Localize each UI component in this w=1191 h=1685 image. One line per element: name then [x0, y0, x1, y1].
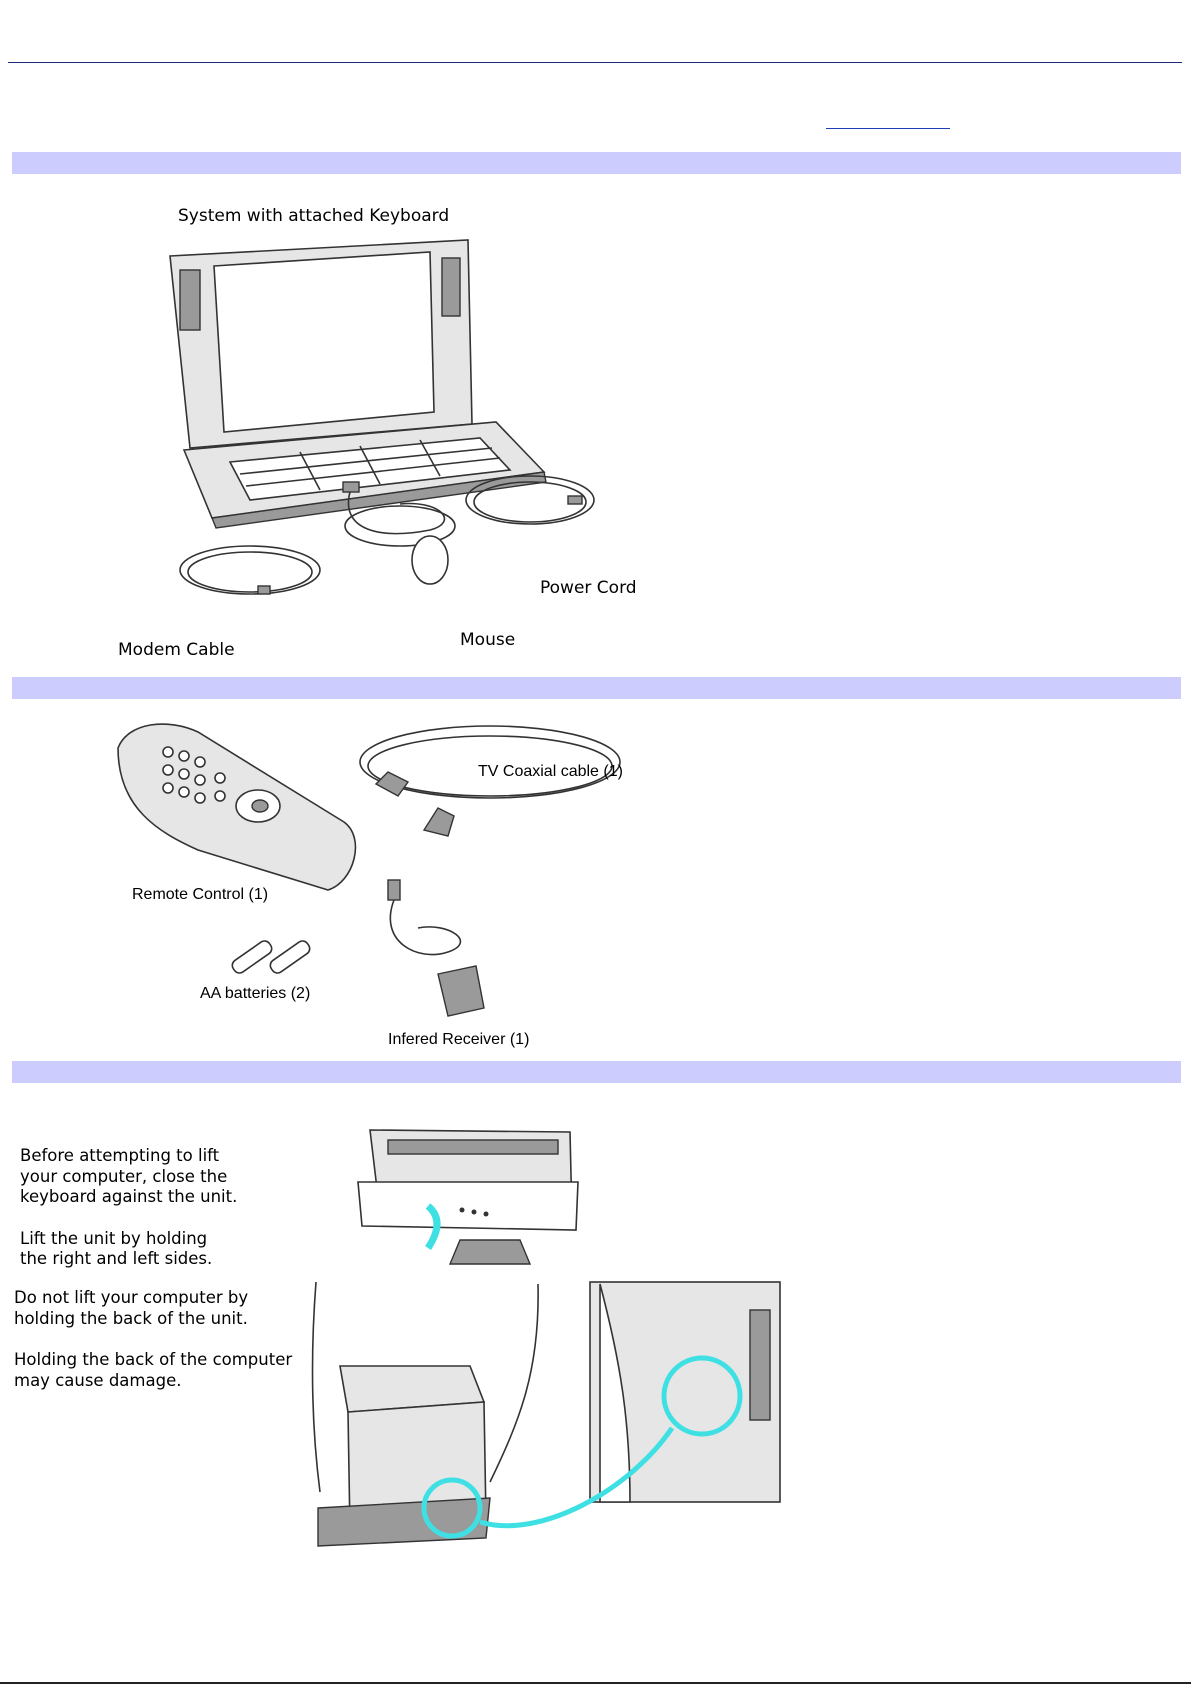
ir-receiver-drawing [387, 879, 485, 1017]
keyboard-keys [228, 437, 512, 501]
page-link[interactable] [826, 114, 950, 129]
instruction-line: your computer, close the [20, 1166, 228, 1186]
system-drawing [169, 239, 595, 595]
instruction-line: the right and left sides. [20, 1249, 213, 1268]
warning-line: Do not lift your computer by [14, 1288, 249, 1307]
mouse-label: Mouse [460, 630, 516, 650]
tv-cable-label: TV Coaxial cable (1) [478, 763, 623, 780]
batteries-drawing [231, 940, 311, 974]
mouse-drawing [342, 481, 456, 585]
coax-cable-drawing [359, 725, 621, 837]
section-band-3 [12, 1061, 1181, 1083]
section-band-2 [12, 677, 1181, 699]
warning-line: Holding the back of the computer [14, 1350, 293, 1369]
receiver-label: Infered Receiver (1) [388, 1031, 530, 1048]
header-rule [8, 62, 1182, 63]
lifting-drawing [311, 1129, 781, 1547]
accessories-drawing [117, 723, 621, 1017]
instruction-line: Before attempting to lift [20, 1146, 220, 1165]
section-band-1 [12, 152, 1181, 174]
monitor-screen [213, 251, 435, 433]
lifting-warnings: Do not lift your computer by holding the… [14, 1288, 292, 1391]
power-cord-drawing [465, 475, 595, 525]
power-cord-label: Power Cord [540, 578, 637, 598]
warning-line: holding the back of the unit. [14, 1308, 248, 1328]
batteries-label: AA batteries (2) [200, 985, 311, 1002]
right-speaker [441, 257, 461, 317]
warning-line: may cause damage. [14, 1370, 182, 1390]
left-speaker [179, 269, 201, 331]
side-detail-drawing [479, 1281, 781, 1529]
instruction-line: keyboard against the unit. [20, 1187, 238, 1206]
system-caption: System with attached Keyboard [178, 206, 450, 226]
back-lift-drawing [311, 1281, 539, 1547]
instruction-line: Lift the unit by holding [20, 1228, 208, 1248]
lifting-illustration [300, 1100, 820, 1560]
accessories-illustration [108, 712, 688, 1042]
system-illustration [100, 200, 660, 670]
closed-unit-drawing [357, 1129, 579, 1265]
modem-cable-label: Modem Cable [118, 640, 235, 660]
page-bottom-edge [0, 1682, 1191, 1684]
remote-label: Remote Control (1) [132, 886, 269, 903]
modem-cable-drawing [179, 545, 321, 595]
lifting-instructions: Before attempting to lift your computer,… [20, 1146, 237, 1270]
remote-drawing [117, 723, 357, 891]
